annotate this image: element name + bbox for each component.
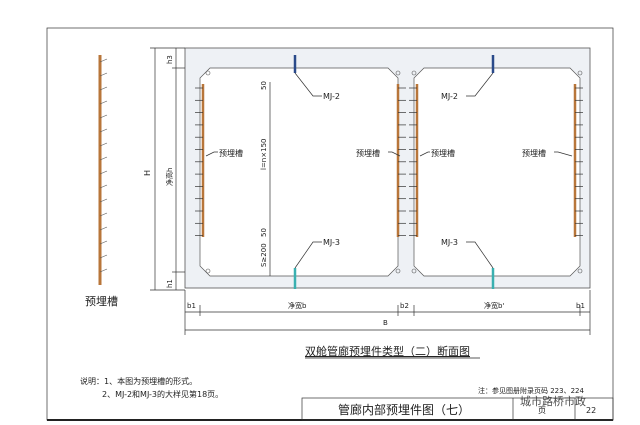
dim-spacing: l=n×150 — [260, 139, 268, 170]
dim-clear-width-b2: 净宽b' — [484, 301, 504, 310]
sample-anchor — [99, 72, 108, 77]
drawing-title: 管廊内部预埋件图（七） — [338, 402, 470, 417]
mj2-right-label: MJ-2 — [441, 92, 458, 101]
dim-h1: h1 — [166, 279, 174, 288]
mj3-right-label: MJ-3 — [441, 238, 458, 247]
page-number: 22 — [586, 406, 596, 415]
sample-anchor — [99, 170, 108, 175]
note-line-2: 2、MJ-2和MJ-3的大样见第18页。 — [102, 389, 223, 399]
sample-anchor — [99, 198, 108, 203]
mj2-left-label: MJ-2 — [323, 92, 340, 101]
dim-H: H — [143, 170, 152, 176]
dim-bottom-offset: 50 — [260, 228, 268, 237]
channel-label-4: 预埋槽 — [522, 148, 546, 158]
sample-anchor — [99, 268, 108, 273]
dim-clear-height: 净高h — [165, 168, 174, 186]
dim-top-offset: 50 — [260, 81, 268, 90]
sample-channel — [98, 55, 108, 285]
sample-anchor — [99, 254, 108, 259]
sample-anchor — [99, 156, 108, 161]
sample-anchor — [99, 212, 108, 217]
sample-anchor — [99, 100, 108, 105]
sample-anchor — [99, 226, 108, 231]
dim-b2: b2 — [400, 302, 409, 310]
dim-b1-right: b1 — [576, 302, 585, 310]
sample-anchor — [99, 58, 108, 63]
sample-anchor — [99, 142, 108, 147]
dim-clear-width-b: 净宽b — [288, 301, 307, 310]
sample-anchor — [99, 114, 108, 119]
channel-label-2: 预埋槽 — [356, 148, 380, 158]
sample-anchor — [99, 240, 108, 245]
channel-label-3: 预埋槽 — [431, 148, 455, 158]
corner-holes — [205, 70, 583, 274]
page-label: 页 — [538, 406, 546, 415]
sample-anchor — [99, 184, 108, 189]
dim-b1-left: b1 — [187, 302, 196, 310]
section-title: 双舱管廊预埋件类型（二）断面图 — [305, 344, 470, 358]
mj3-left-label: MJ-3 — [323, 238, 340, 247]
embedded-channels — [195, 84, 583, 237]
title-block — [301, 397, 614, 421]
sample-anchor — [99, 128, 108, 133]
note-line-1: 说明：1、本图为预埋槽的形式。 — [80, 376, 197, 386]
watermark: 城市路桥市政 — [520, 394, 586, 408]
sample-anchor — [99, 86, 108, 91]
chamber-left — [199, 67, 399, 277]
dim-s: S≥200 — [260, 243, 268, 267]
dim-h3: h3 — [166, 55, 174, 64]
reference-note: 注：参见图册附录页码 223、224 — [478, 386, 584, 395]
channel-label-1: 预埋槽 — [219, 148, 243, 158]
dim-B: B — [383, 319, 388, 327]
sample-channel-label: 预埋槽 — [85, 295, 118, 308]
chamber-right — [413, 67, 581, 277]
